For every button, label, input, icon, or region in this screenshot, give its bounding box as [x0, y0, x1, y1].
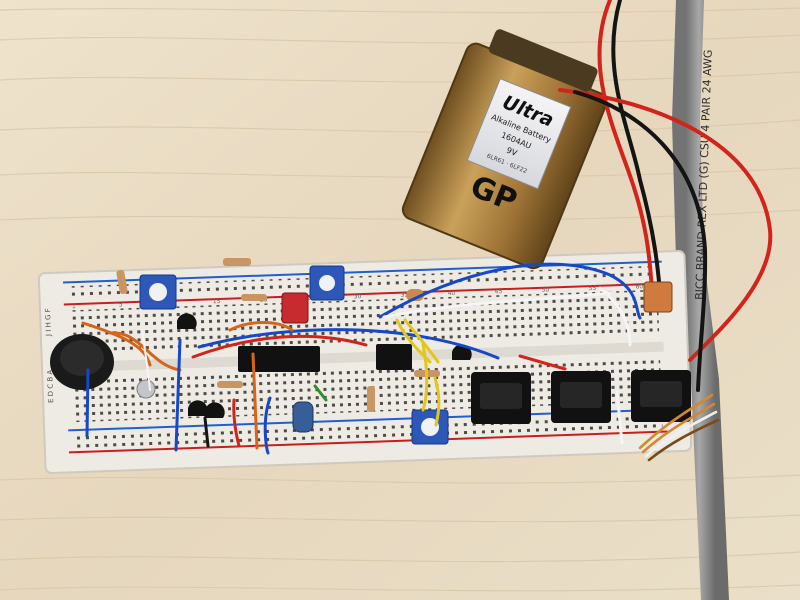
- 9v-battery: GP Ultra Alkaline Battery 1604AU 9V 6LR6…: [401, 29, 608, 270]
- microphone-capsule: [136, 379, 156, 399]
- power-rail-holes-top: [67, 265, 658, 301]
- terminal-strip-top: [68, 289, 660, 357]
- column-number: 55: [588, 285, 596, 292]
- transistor-2: [188, 400, 208, 416]
- battery-connector: [643, 281, 673, 313]
- battery-label: [466, 78, 572, 190]
- column-number: 60: [635, 283, 643, 290]
- buzzer: [50, 334, 114, 390]
- battery-top: [488, 29, 598, 92]
- rail-red-bottom: [68, 430, 668, 454]
- column-number: 1: [72, 303, 76, 310]
- battery-leads: [558, 0, 773, 392]
- electrolytic-capacitor: [292, 401, 314, 433]
- tactile-switch-3: [631, 370, 691, 422]
- row-letters-top: J I H G F: [44, 308, 53, 337]
- transistor-3: [205, 402, 225, 418]
- potentiometer-2: [309, 265, 345, 301]
- potentiometer-1: [139, 274, 177, 310]
- column-number: 35: [401, 291, 409, 298]
- jumper-wires: [81, 262, 642, 455]
- tactile-switch-1: [471, 372, 531, 424]
- tactile-switch-2: [551, 371, 611, 423]
- battery-voltage: 9V: [505, 146, 519, 158]
- wood-grain: [0, 7, 800, 592]
- transistor-1: [177, 313, 197, 329]
- ic-chip-2: [376, 344, 412, 370]
- column-number: 45: [495, 288, 503, 295]
- column-number: 50: [541, 287, 549, 294]
- column-number: 5: [119, 301, 123, 308]
- resistors: [116, 258, 440, 412]
- signal-harness: [638, 393, 720, 462]
- ic-chip-1: [238, 346, 320, 372]
- column-number: 40: [448, 290, 456, 297]
- column-number: 30: [354, 293, 362, 300]
- row-letters-bottom: E D C B A: [46, 369, 55, 403]
- column-number: 15: [213, 298, 221, 305]
- center-channel: [65, 341, 664, 373]
- film-capacitor: [281, 292, 309, 324]
- potentiometer-3: [411, 409, 449, 445]
- breadboard: J I H G F E D C B A 15101520253035404550…: [37, 249, 693, 475]
